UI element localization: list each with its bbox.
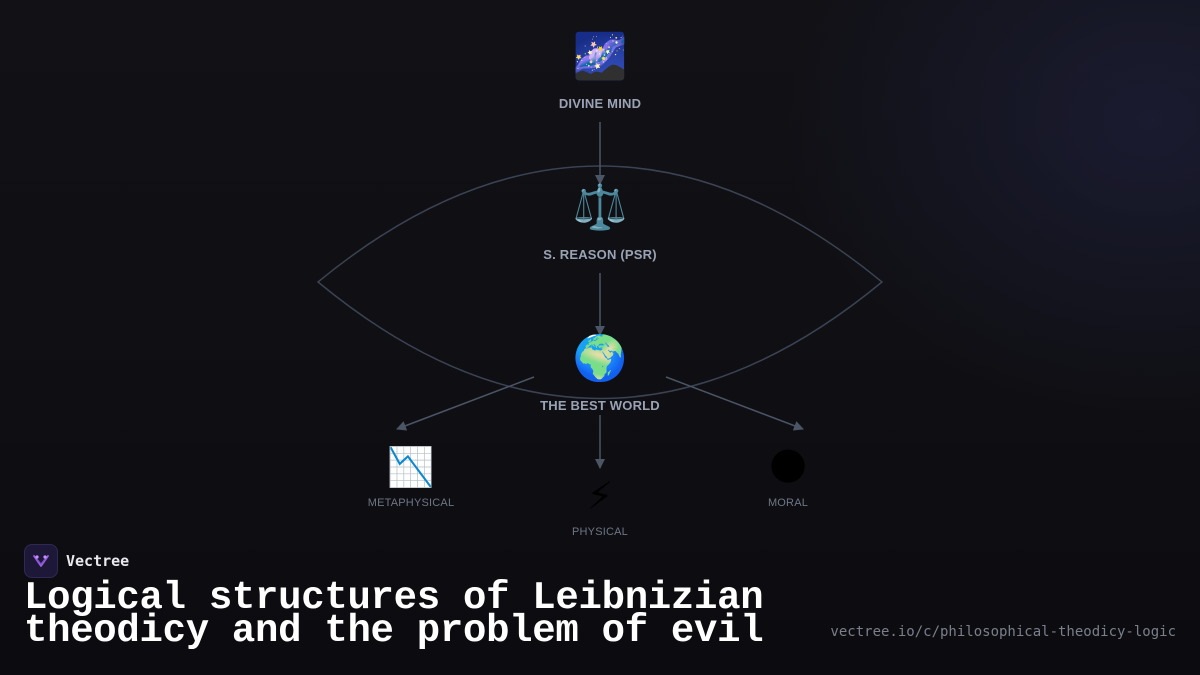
node-best-world: 🌍 THE BEST WORLD <box>540 332 660 413</box>
new-moon-icon: 🌑 <box>768 445 808 489</box>
balance-scale-icon: ⚖️ <box>572 182 628 233</box>
node-moral: 🌑 MORAL <box>768 445 808 509</box>
node-metaphysical-label: METAPHYSICAL <box>367 497 455 509</box>
lightning-icon: ⚡ <box>586 474 614 518</box>
node-divine-mind: 🌌 DIVINE MIND <box>559 30 641 111</box>
source-url: vectree.io/c/philosophical-theodicy-logi… <box>830 624 1176 640</box>
brand: Vectree <box>24 544 129 578</box>
lens-outline <box>316 165 884 400</box>
node-sufficient-reason-label: S. REASON (PSR) <box>543 247 657 262</box>
globe-icon: 🌍 <box>572 333 628 384</box>
node-physical: ⚡ PHYSICAL <box>572 474 628 538</box>
edge-best-world-to-moral <box>665 376 804 431</box>
node-best-world-label: THE BEST WORLD <box>540 398 660 413</box>
node-metaphysical: 📉 METAPHYSICAL <box>368 445 455 509</box>
node-sufficient-reason: ⚖️ S. REASON (PSR) <box>543 181 657 262</box>
node-moral-label: MORAL <box>767 497 809 509</box>
edge-best-world-to-metaphysical <box>396 376 535 431</box>
chart-decreasing-icon: 📉 <box>387 445 435 489</box>
node-physical-label: PHYSICAL <box>571 526 629 538</box>
node-divine-mind-label: DIVINE MIND <box>558 96 642 111</box>
brand-name: Vectree <box>66 552 130 570</box>
page-title: Logical structures of Leibnizian theodic… <box>24 576 764 653</box>
vectree-logo-icon <box>24 544 58 578</box>
milky-way-icon: 🌌 <box>572 31 628 82</box>
